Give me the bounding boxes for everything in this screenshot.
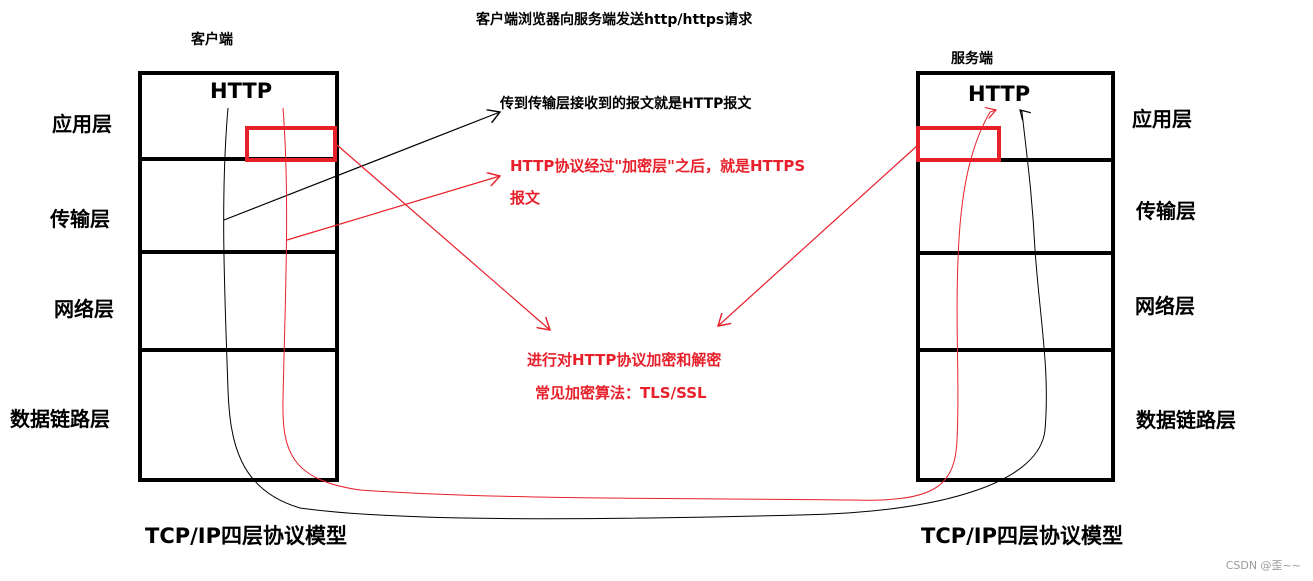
server-label: 服务端 — [951, 51, 993, 67]
server-http-label: HTTP — [968, 82, 1031, 106]
encryption-note-line2: 报文 — [510, 189, 541, 207]
encryption-note-arrow — [286, 176, 500, 241]
client-layer-application: 应用层 — [52, 112, 112, 136]
watermark: CSDN @歪~~ — [1225, 559, 1301, 572]
client-to-crypto-arrow — [336, 144, 550, 330]
client-stack — [138, 71, 339, 482]
crypto-note-line1: 进行对HTTP协议加密和解密 — [527, 351, 722, 369]
server-layer-network: 网络层 — [1135, 294, 1195, 318]
client-http-label: HTTP — [210, 79, 273, 103]
client-layer-network: 网络层 — [54, 297, 114, 321]
client-encryption-box — [245, 126, 337, 162]
server-layer-datalink: 数据链路层 — [1136, 408, 1236, 432]
request-path-black — [223, 107, 1047, 520]
crypto-note-line2: 常见加密算法：TLS/SSL — [535, 384, 707, 402]
server-to-crypto-arrow — [718, 144, 919, 326]
diagram-title: 客户端浏览器向服务端发送http/https请求 — [476, 12, 753, 28]
client-label: 客户端 — [191, 32, 233, 48]
client-layer-datalink: 数据链路层 — [10, 407, 110, 431]
server-model-caption: TCP/IP四层协议模型 — [921, 524, 1124, 548]
client-model-caption: TCP/IP四层协议模型 — [145, 524, 348, 548]
transport-note: 传到传输层接收到的报文就是HTTP报文 — [500, 96, 752, 112]
client-layer-transport: 传输层 — [50, 207, 110, 231]
server-layer-transport: 传输层 — [1136, 199, 1196, 223]
server-layer-application: 应用层 — [1132, 107, 1192, 131]
server-encryption-box — [916, 126, 1001, 162]
request-path-red — [282, 108, 996, 501]
encryption-note-line1: HTTP协议经过"加密层"之后，就是HTTPS — [510, 157, 806, 175]
server-stack — [916, 71, 1115, 482]
